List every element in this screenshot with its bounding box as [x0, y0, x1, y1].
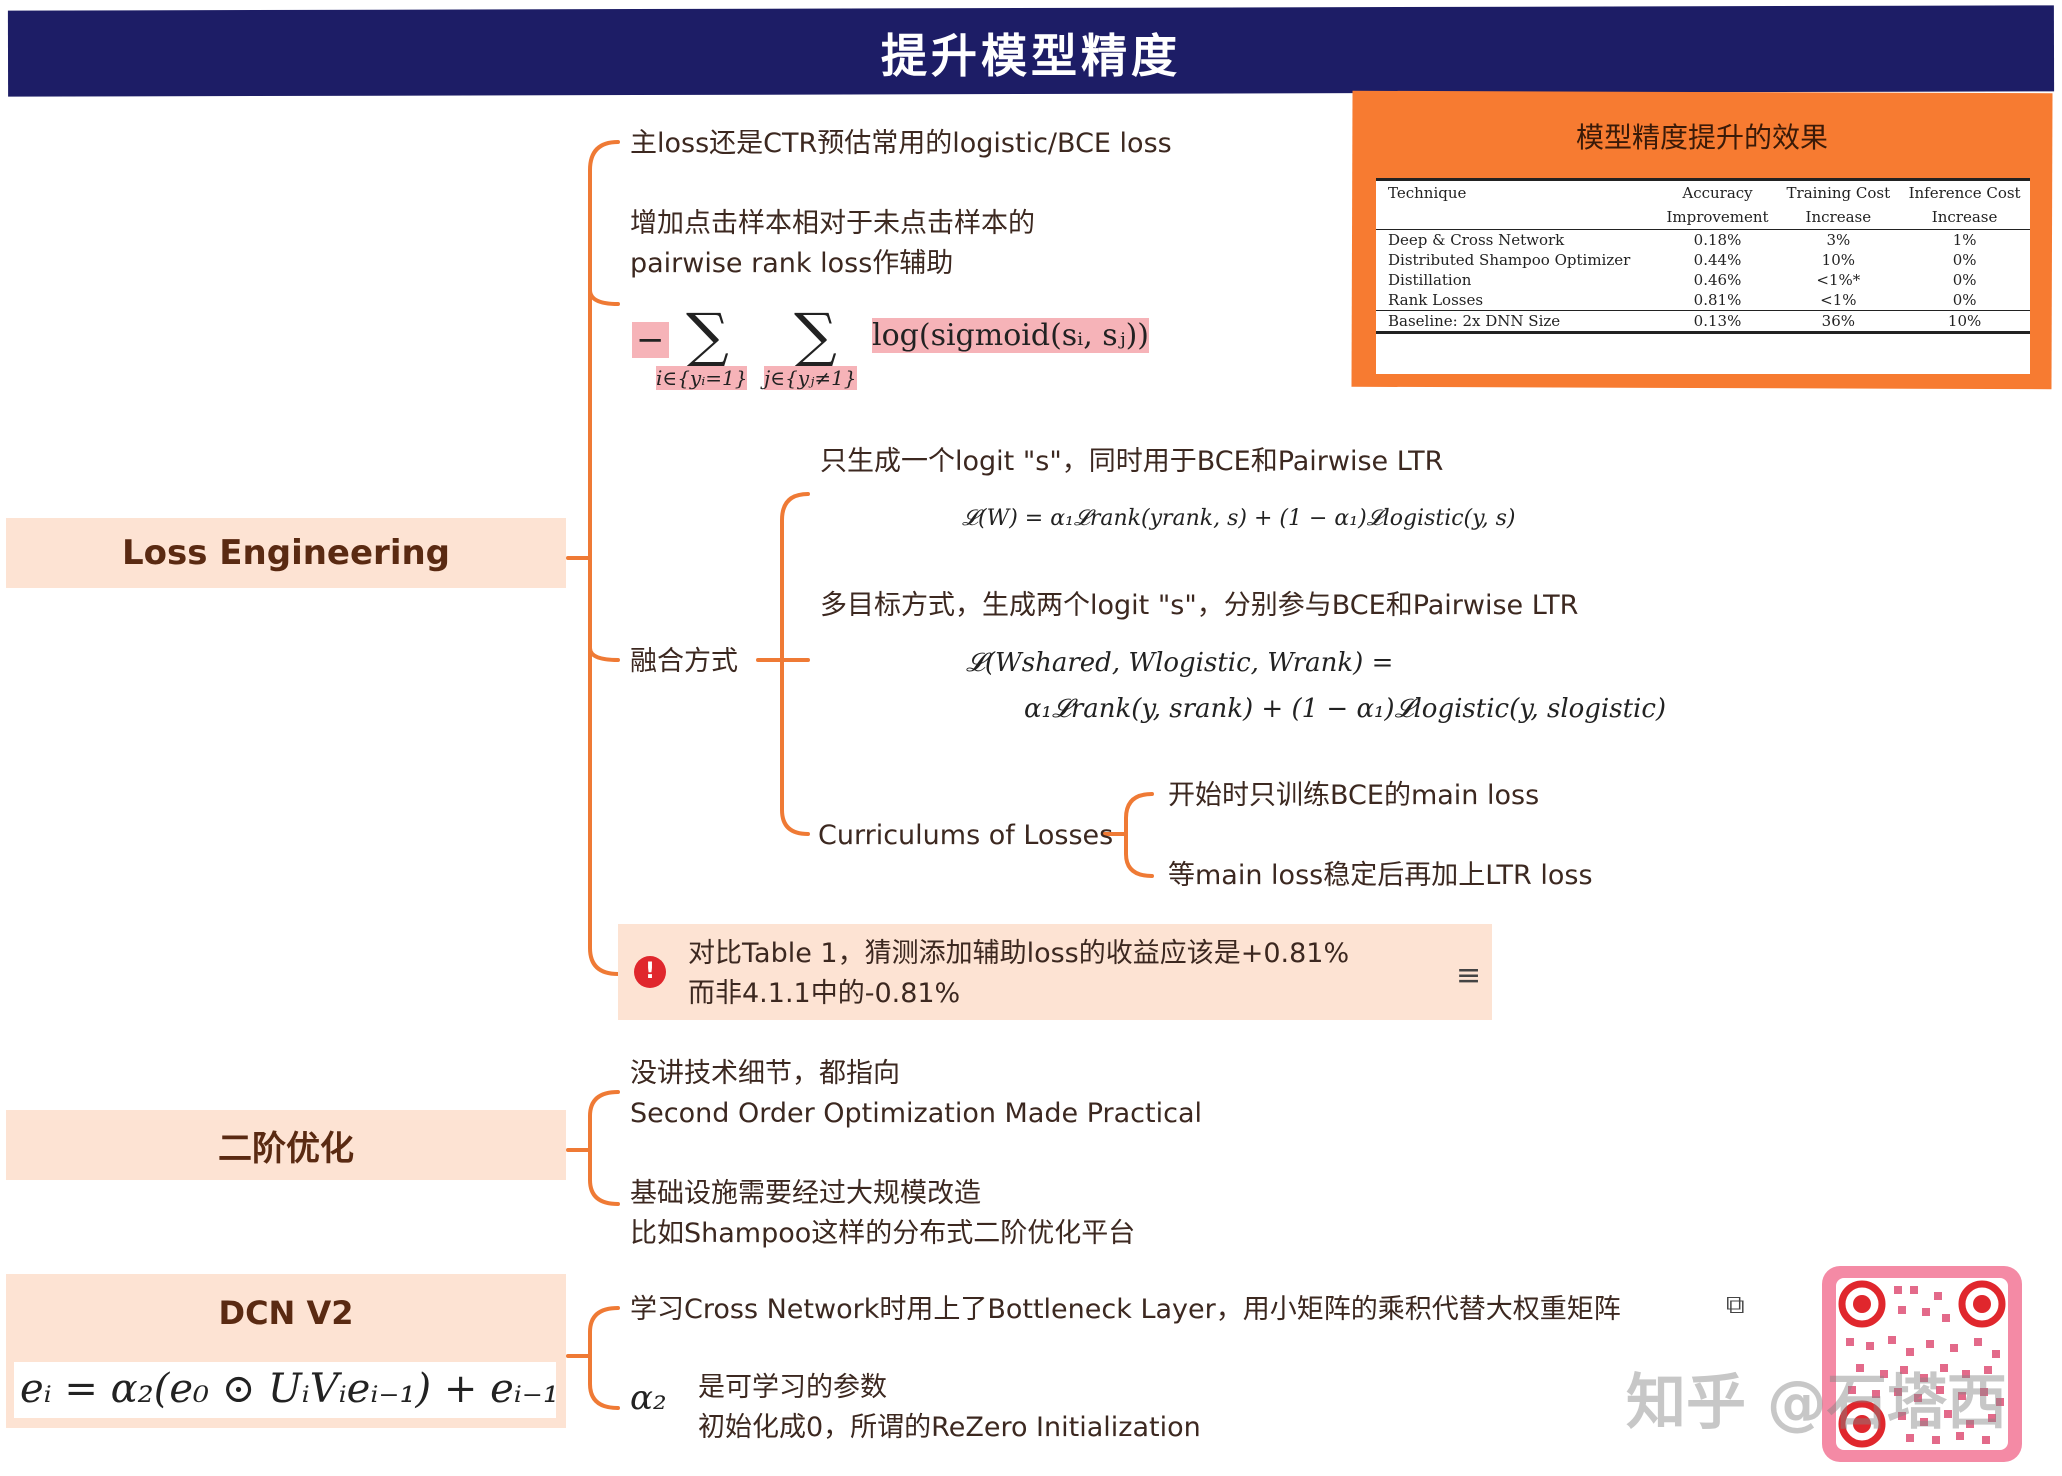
- table-cell: Rank Losses: [1388, 291, 1484, 309]
- connector: [588, 1306, 620, 1410]
- branch-label: Loss Engineering: [121, 533, 451, 573]
- second-order-text-4: 比如Shampoo这样的分布式二阶优化平台: [630, 1218, 1136, 1249]
- results-table-box: Technique Accuracy Training Cost Inferen…: [1376, 178, 2030, 374]
- table-cell: 0.46%: [1693, 271, 1742, 289]
- connector: [588, 140, 620, 976]
- table-header: Training Cost: [1786, 184, 1891, 202]
- dcn-formula: eᵢ = α₂(e₀ ⊙ UᵢVᵢeᵢ₋₁) + eᵢ₋₁: [20, 1366, 559, 1412]
- curriculum-label: Curriculums of Losses: [818, 820, 1114, 851]
- formula-log-text: log(sigmoid(sᵢ, sⱼ)): [872, 318, 1150, 353]
- alpha-symbol: α₂: [630, 1378, 667, 1418]
- connector: [588, 646, 620, 662]
- formula-minus: −: [632, 322, 669, 358]
- table-cell: 0.13%: [1693, 312, 1742, 330]
- second-order-text-1: 没讲技术细节，都指向: [630, 1058, 900, 1089]
- table-cell: Distillation: [1388, 271, 1472, 289]
- formula-multi-2: α₁𝓛rank(y, srank) + (1 − α₁)𝓛logistic(y,…: [1024, 694, 1667, 724]
- table-header: Inference Cost: [1908, 184, 2021, 202]
- qr-pattern: [1838, 1280, 2006, 1448]
- table-cell: 3%: [1826, 231, 1851, 249]
- table-cell: 36%: [1821, 312, 1855, 330]
- alpha-text-1: 是可学习的参数: [698, 1372, 887, 1403]
- table-cell: 10%: [1821, 251, 1855, 269]
- warning-icon: !: [634, 956, 666, 988]
- dcn-formula-box: [14, 1362, 556, 1418]
- results-table: Technique Accuracy Training Cost Inferen…: [1376, 178, 2030, 334]
- branch-label: DCN V2: [218, 1294, 354, 1332]
- table-row-baseline: Baseline: 2x DNN Size 0.13% 36% 10%: [1376, 310, 2030, 333]
- note-text-2: 而非4.1.1中的-0.81%: [688, 978, 961, 1009]
- branch-label: 二阶优化: [218, 1128, 354, 1169]
- formula-log: log(sigmoid(sᵢ, sⱼ)): [872, 318, 1150, 353]
- table-cell: 10%: [1947, 312, 1982, 330]
- connector: [780, 492, 810, 836]
- results-title: 模型精度提升的效果: [1575, 121, 1828, 154]
- sum-symbol: ∑: [686, 301, 729, 371]
- formula-single: 𝓛(W) = α₁𝓛rank(yrank, s) + (1 − α₁)𝓛logi…: [962, 506, 1516, 531]
- curriculum-step-2: 等main loss稳定后再加上LTR loss: [1168, 860, 1593, 891]
- table-header: Technique: [1388, 184, 1467, 202]
- table-cell: Distributed Shampoo Optimizer: [1388, 251, 1631, 269]
- formula-sum1-sub: i∈{yᵢ=1}: [656, 366, 748, 390]
- second-order-text-3: 基础设施需要经过大规模改造: [630, 1178, 981, 1209]
- table-header: Improvement: [1666, 208, 1769, 226]
- table-cell: 0%: [1952, 291, 1977, 309]
- table-cell: Deep & Cross Network: [1388, 231, 1565, 249]
- table-header: Increase: [1931, 208, 1998, 226]
- table-header: Accuracy: [1682, 184, 1753, 202]
- alpha-text-2: 初始化成0，所谓的ReZero Initialization: [698, 1412, 1201, 1443]
- table-cell: 1%: [1952, 231, 1977, 249]
- table-cell: 0%: [1952, 251, 1977, 269]
- curriculum-step-1: 开始时只训练BCE的main loss: [1168, 780, 1540, 811]
- pairwise-text-1: 增加点击样本相对于未点击样本的: [630, 208, 1035, 239]
- branch-second-order[interactable]: 二阶优化: [6, 1110, 566, 1180]
- table-row: Distillation 0.46% <1%* 0%: [1376, 270, 2030, 290]
- note-card[interactable]: [618, 924, 1492, 1020]
- connector: [588, 1090, 620, 1206]
- main-loss-text: 主loss还是CTR预估常用的logistic/BCE loss: [630, 128, 1172, 159]
- qr-code-icon: [1836, 1278, 2008, 1450]
- bottleneck-text: 学习Cross Network时用上了Bottleneck Layer，用小矩阵…: [630, 1294, 1621, 1325]
- table-cell: <1%*: [1816, 271, 1861, 289]
- link-icon[interactable]: ⧉: [1726, 1290, 1745, 1320]
- table-cell: 0.18%: [1693, 231, 1742, 249]
- branch-loss-engineering[interactable]: Loss Engineering: [6, 518, 566, 588]
- table-cell: Baseline: 2x DNN Size: [1388, 312, 1561, 330]
- second-order-text-2: Second Order Optimization Made Practical: [630, 1098, 1203, 1129]
- table-cell: 0.44%: [1693, 251, 1742, 269]
- formula-multi-1: 𝓛(Wshared, Wlogistic, Wrank) =: [966, 648, 1394, 678]
- menu-icon[interactable]: ≡: [1456, 958, 1482, 993]
- pairwise-text-2: pairwise rank loss作辅助: [630, 248, 954, 279]
- table-row: Rank Losses 0.81% <1% 0%: [1376, 290, 2030, 311]
- table-row: Deep & Cross Network 0.18% 3% 1%: [1376, 229, 2030, 251]
- page-title: 提升模型精度: [881, 29, 1181, 83]
- note-text-1: 对比Table 1，猜测添加辅助loss的收益应该是+0.81%: [688, 938, 1350, 969]
- formula-sum2-sub: j∈{yⱼ≠1}: [764, 366, 857, 390]
- sum-symbol: ∑: [794, 301, 837, 371]
- watermark: 知乎 @石塔西: [1626, 1368, 2007, 1438]
- single-logit-text: 只生成一个logit "s"，同时用于BCE和Pairwise LTR: [820, 446, 1444, 477]
- table-cell: 0%: [1952, 271, 1977, 289]
- table-header: Increase: [1805, 208, 1872, 226]
- multi-logit-text: 多目标方式，生成两个logit "s"，分别参与BCE和Pairwise LTR: [820, 590, 1579, 621]
- table-cell: 0.81%: [1693, 291, 1742, 309]
- connector: [1124, 792, 1154, 878]
- table-header: [1376, 205, 1658, 230]
- fusion-label: 融合方式: [630, 646, 738, 677]
- connector: [588, 288, 620, 306]
- table-row: Distributed Shampoo Optimizer 0.44% 10% …: [1376, 250, 2030, 270]
- table-cell: <1%: [1820, 291, 1857, 309]
